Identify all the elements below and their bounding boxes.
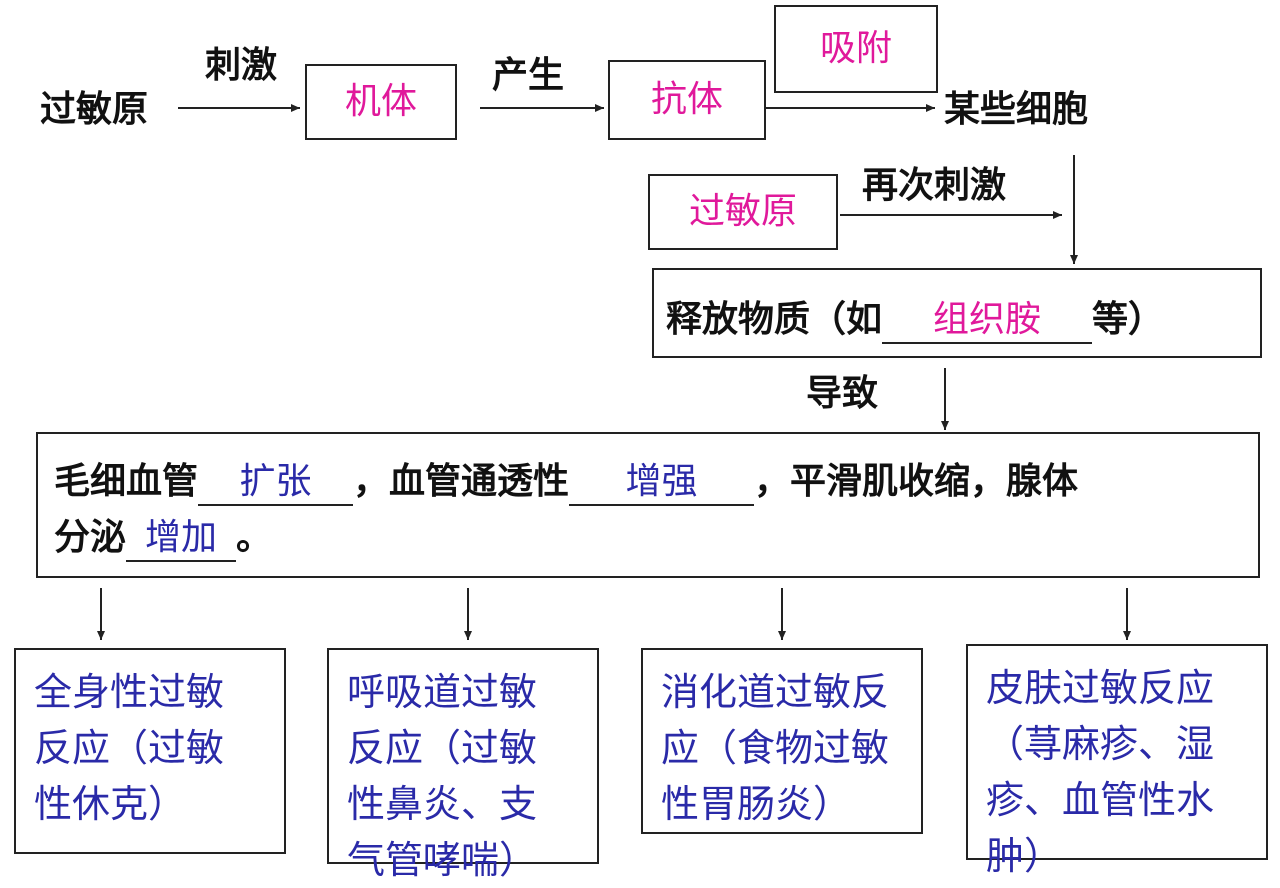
release-answer: 组织胺	[882, 302, 1093, 344]
cells-label: 某些细胞	[944, 89, 1089, 130]
effects-line-1: 毛细血管扩张，血管通透性增强，平滑肌收缩，腺体	[54, 452, 1078, 506]
produce-label: 产生	[492, 55, 565, 96]
restimulate-label: 再次刺激	[862, 165, 1007, 206]
reaction-respiratory: 呼吸道过敏 反应（过敏 性鼻炎、支 气管哮喘）	[327, 648, 599, 882]
release-box: 释放物质（如组织胺等）	[652, 268, 1262, 358]
capillary-text: 毛细血管	[54, 461, 199, 502]
body-box: 机体	[305, 64, 457, 140]
release-suffix: 等）	[1092, 299, 1165, 340]
cause-label: 导致	[806, 373, 879, 414]
reaction-digestive: 消化道过敏反 应（食物过敏 性胃肠炎）	[641, 648, 923, 834]
end-mark: 。	[236, 517, 273, 558]
antibody-answer: 抗体	[650, 79, 723, 120]
stimulate-label: 刺激	[205, 45, 278, 86]
allergen-again-answer: 过敏原	[688, 191, 797, 232]
reaction-systemic: 全身性过敏 反应（过敏 性休克）	[14, 648, 286, 854]
adsorb-answer: 吸附	[819, 28, 892, 69]
antibody-box: 抗体	[608, 60, 766, 140]
allergen-again-box: 过敏原	[648, 174, 838, 250]
secretion-answer: 增加	[126, 520, 237, 562]
body-answer: 机体	[344, 81, 417, 122]
release-prefix: 释放物质（如	[666, 299, 883, 340]
adsorb-box: 吸附	[774, 5, 938, 93]
reaction-skin: 皮肤过敏反应 （荨麻疹、湿 疹、血管性水 肿）	[966, 644, 1268, 878]
effects-box: 毛细血管扩张，血管通透性增强，平滑肌收缩，腺体 分泌增加。	[36, 432, 1260, 578]
effects-line-2: 分泌增加。	[54, 508, 272, 562]
capillary-answer: 扩张	[198, 464, 354, 506]
secretion-text: 分泌	[54, 517, 127, 558]
smooth-muscle-text: ，平滑肌收缩，腺体	[754, 461, 1079, 502]
permeability-answer: 增强	[569, 464, 755, 506]
permeability-text: ，血管通透性	[353, 461, 570, 502]
allergen-label: 过敏原	[40, 89, 149, 130]
release-line: 释放物质（如组织胺等）	[666, 290, 1164, 344]
